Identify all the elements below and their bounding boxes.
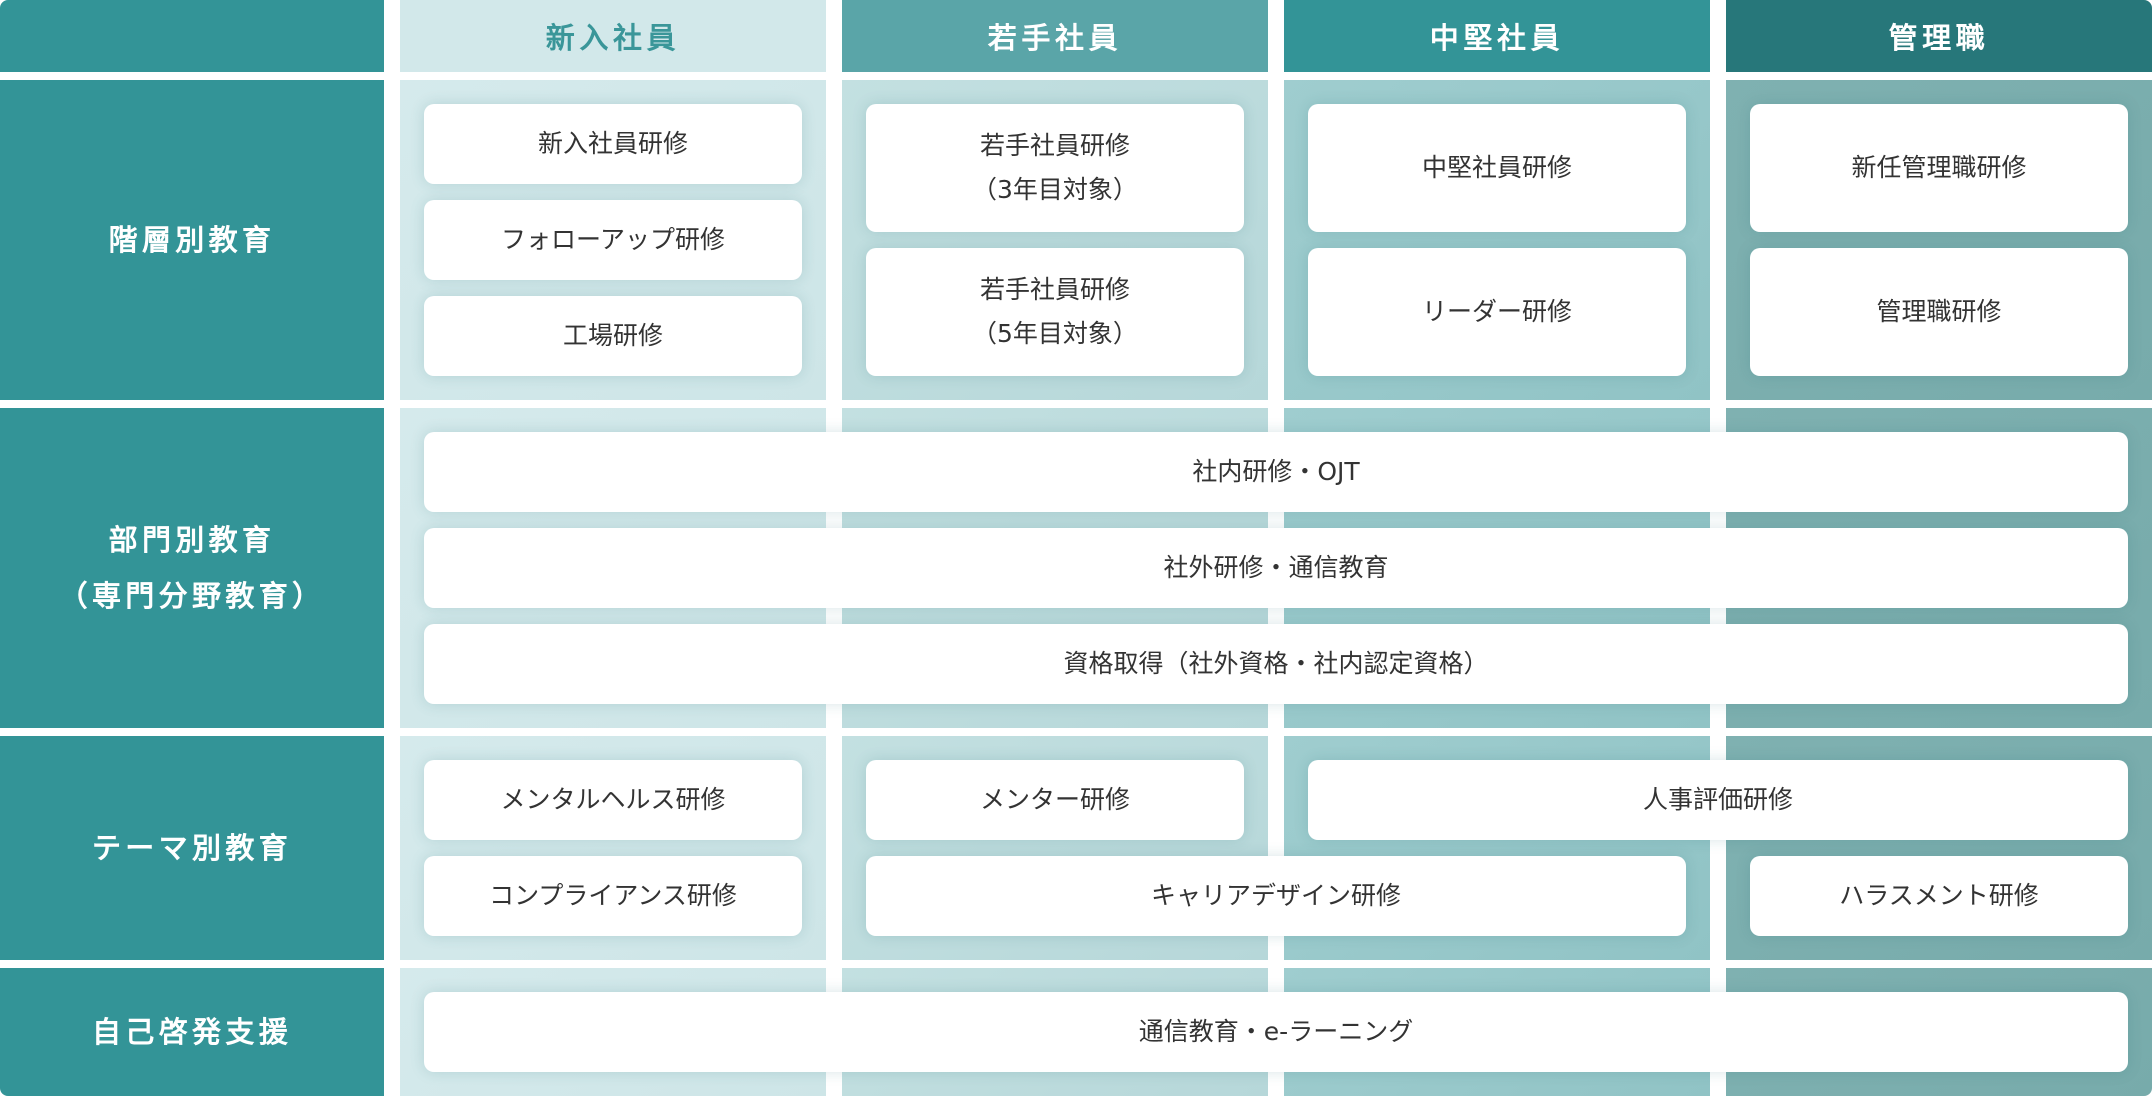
row-label-departmental: 部門別教育 （専門分野教育）: [0, 408, 384, 728]
card-qualification-acquisition: 資格取得（社外資格・社内認定資格）: [424, 624, 2128, 704]
row-label-hierarchical: 階層別教育: [0, 80, 384, 400]
card-manager-training: 管理職研修: [1750, 248, 2128, 376]
card-harassment-training: ハラスメント研修: [1750, 856, 2128, 936]
header-managers: 管理職: [1726, 0, 2152, 72]
card-new-employee-training: 新入社員研修: [424, 104, 802, 184]
card-leader-training: リーダー研修: [1308, 248, 1686, 376]
card-follow-up-training: フォローアップ研修: [424, 200, 802, 280]
card-e-learning: 通信教育・e-ラーニング: [424, 992, 2128, 1072]
card-career-design-training: キャリアデザイン研修: [866, 856, 1686, 936]
card-compliance-training: コンプライアンス研修: [424, 856, 802, 936]
card-mental-health-training: メンタルヘルス研修: [424, 760, 802, 840]
card-young-employee-training-3yr: 若手社員研修 （3年目対象）: [866, 104, 1244, 232]
card-mid-level-training: 中堅社員研修: [1308, 104, 1686, 232]
header-young-employees: 若手社員: [842, 0, 1268, 72]
card-external-training: 社外研修・通信教育: [424, 528, 2128, 608]
card-factory-training: 工場研修: [424, 296, 802, 376]
card-internal-training-ojt: 社内研修・OJT: [424, 432, 2128, 512]
row-label-thematic: テーマ別教育: [0, 736, 384, 960]
header-corner: [0, 0, 384, 72]
card-personnel-evaluation-training: 人事評価研修: [1308, 760, 2128, 840]
header-mid-level-employees: 中堅社員: [1284, 0, 1710, 72]
card-mentor-training: メンター研修: [866, 760, 1244, 840]
card-young-employee-training-5yr: 若手社員研修 （5年目対象）: [866, 248, 1244, 376]
row-label-self-development: 自己啓発支援: [0, 968, 384, 1096]
card-new-manager-training: 新任管理職研修: [1750, 104, 2128, 232]
header-new-employees: 新入社員: [400, 0, 826, 72]
